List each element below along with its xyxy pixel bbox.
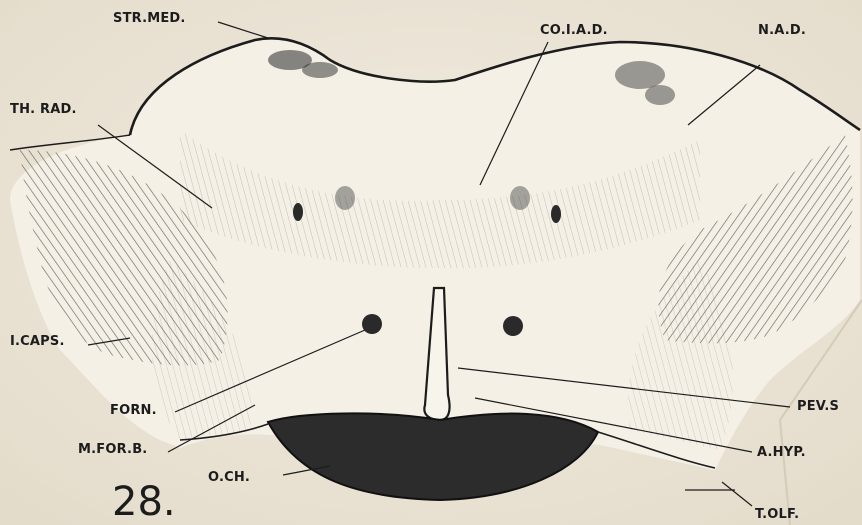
fornix-right: [503, 316, 523, 336]
label-tolf: T.OLF.: [755, 508, 799, 521]
label-co-iad: CO.I.A.D.: [540, 24, 608, 37]
label-och: O.CH.: [208, 471, 250, 484]
label-mforb: M.FOR.B.: [78, 443, 147, 456]
label-pevs: PEV.S: [797, 400, 839, 413]
figure-number: 28.: [112, 482, 176, 522]
label-ahyp: A.HYP.: [757, 446, 806, 459]
fornix-left: [362, 314, 382, 334]
label-forn: FORN.: [110, 404, 157, 417]
label-th-rad: TH. RAD.: [10, 103, 77, 116]
label-str-med: STR.MED.: [113, 12, 186, 25]
label-i-caps: I.CAPS.: [10, 335, 65, 348]
label-nad: N.A.D.: [758, 24, 806, 37]
